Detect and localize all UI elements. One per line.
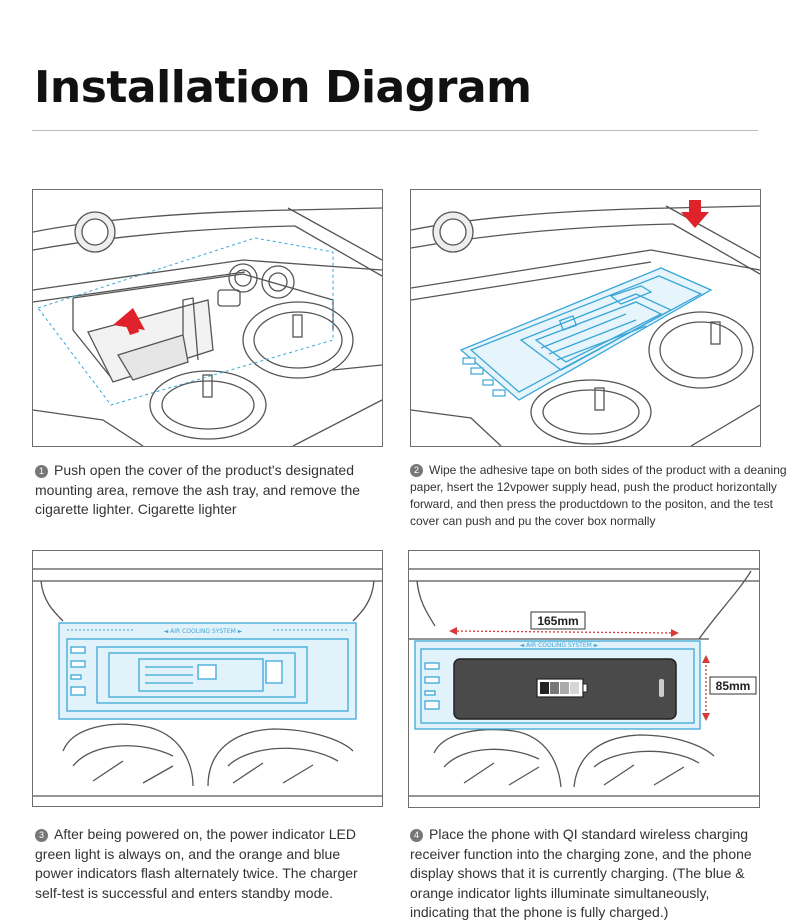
step2-illustration <box>410 189 761 447</box>
step3-illustration: ◄ AIR COOLING SYSTEM ► <box>32 550 383 807</box>
step-number-3: 3 <box>35 829 48 842</box>
step1-illustration <box>32 189 383 447</box>
step4-text: Place the phone with QI standard wireles… <box>410 826 752 920</box>
step-number-4: 4 <box>410 829 423 842</box>
step1-text: Push open the cover of the product's des… <box>35 462 361 517</box>
width-label: 165mm <box>537 614 578 628</box>
air-cooling-label-4: ◄ AIR COOLING SYSTEM ► <box>520 642 599 649</box>
air-cooling-label: ◄ AIR COOLING SYSTEM ► <box>164 628 243 635</box>
step4-illustration: ◄ AIR COOLING SYSTEM ► 165mm 85mm <box>408 550 760 808</box>
step2-text: Wipe the adhesive tape on both sides of … <box>410 463 787 528</box>
step-number-2: 2 <box>410 464 423 477</box>
height-label: 85mm <box>716 679 751 693</box>
step3-text: After being powered on, the power indica… <box>35 826 358 901</box>
arrow-down-icon <box>681 200 709 228</box>
battery-icon <box>536 678 588 698</box>
title-divider <box>32 130 758 131</box>
width-dimension <box>452 630 676 634</box>
step-number-1: 1 <box>35 465 48 478</box>
page-title: Installation Diagram <box>34 62 532 113</box>
